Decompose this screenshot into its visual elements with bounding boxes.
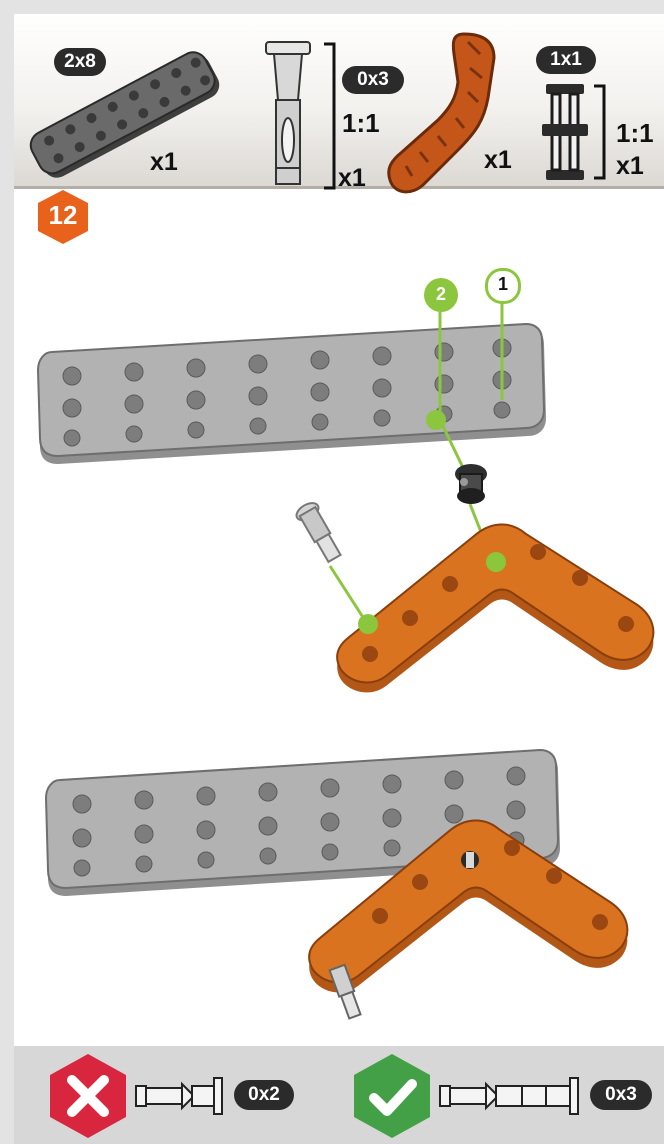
wrong-pin-label: 0x2: [234, 1080, 294, 1110]
pin-0x2-diagram: [134, 1076, 226, 1116]
pin-0x3-diagram: [438, 1076, 586, 1116]
callout-number-1: 1: [488, 274, 518, 295]
right-check-icon: [354, 1054, 430, 1138]
wrong-x-icon: [50, 1054, 126, 1138]
bent-beam-exploded: [330, 504, 664, 694]
callout-number-2: 2: [424, 284, 458, 305]
right-pin-label: 0x3: [590, 1080, 652, 1110]
pin-0x3-assembled: [326, 962, 366, 1022]
connector-1x1-exploded: [446, 458, 496, 510]
